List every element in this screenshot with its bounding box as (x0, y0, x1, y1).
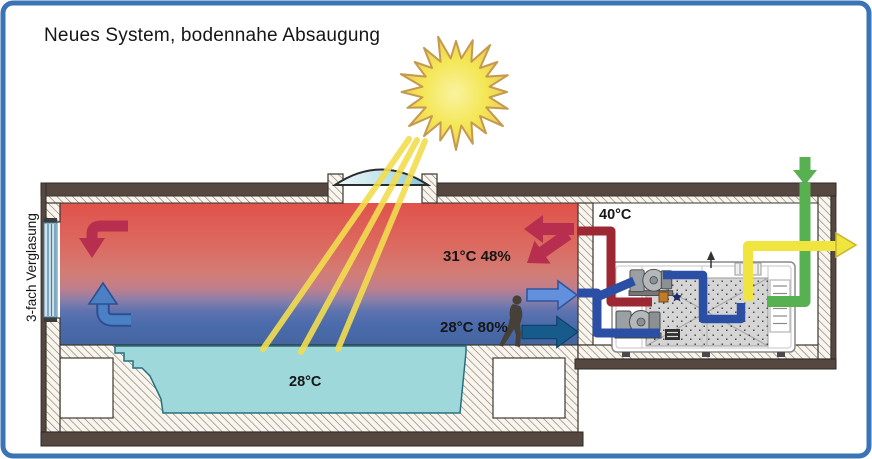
upper-air-label: 31°C 48% (443, 248, 511, 265)
sun-ray-icon (298, 137, 420, 355)
exhaust-outlet-arrow (835, 231, 858, 259)
sun-rays (260, 136, 428, 355)
basement-cavity-left (59, 357, 114, 419)
lower-air-label: 28°C 80% (440, 319, 508, 336)
right-wall (817, 195, 832, 360)
cool-extract-pipe (577, 288, 660, 338)
control-box-icon (665, 329, 680, 340)
cool-updraft-arrow-icon (87, 281, 131, 327)
internal-blue-duct (663, 270, 746, 324)
pool-water (114, 345, 467, 414)
extract-duct-temp-label: 40°C (599, 207, 632, 223)
tech-room-foundation (574, 358, 837, 370)
hall-foundation (40, 431, 584, 447)
glazing-label: 3-fach Verglasung (24, 213, 39, 322)
pool-temp-label: 28°C (289, 374, 322, 390)
sun-ray-icon (260, 136, 412, 352)
glazing-downdraft-arrow-icon (79, 220, 128, 258)
roof (40, 182, 837, 204)
warm-extract-pipe (577, 226, 652, 307)
triple-glazing-window (43, 218, 58, 322)
cool-extract-branch-pipe (595, 276, 636, 302)
fresh-air-inlet-arrow (793, 157, 817, 185)
diagram-title: Neues System, bodennahe Absaugung (44, 25, 380, 46)
sun-ray-icon (335, 138, 428, 352)
star-marker-icon (672, 292, 682, 302)
heater-box-icon (658, 291, 669, 303)
right-wall-outer-skin (830, 195, 837, 370)
exhaust-air-pipe (743, 241, 837, 301)
supply-fan-icon (628, 268, 674, 296)
left-wall (40, 182, 61, 447)
dividing-wall (577, 202, 594, 346)
sun-icon (399, 35, 509, 151)
fresh-air-pipe (767, 183, 811, 307)
person-silhouette-icon (499, 295, 523, 347)
basement-cavity-right (492, 357, 566, 419)
